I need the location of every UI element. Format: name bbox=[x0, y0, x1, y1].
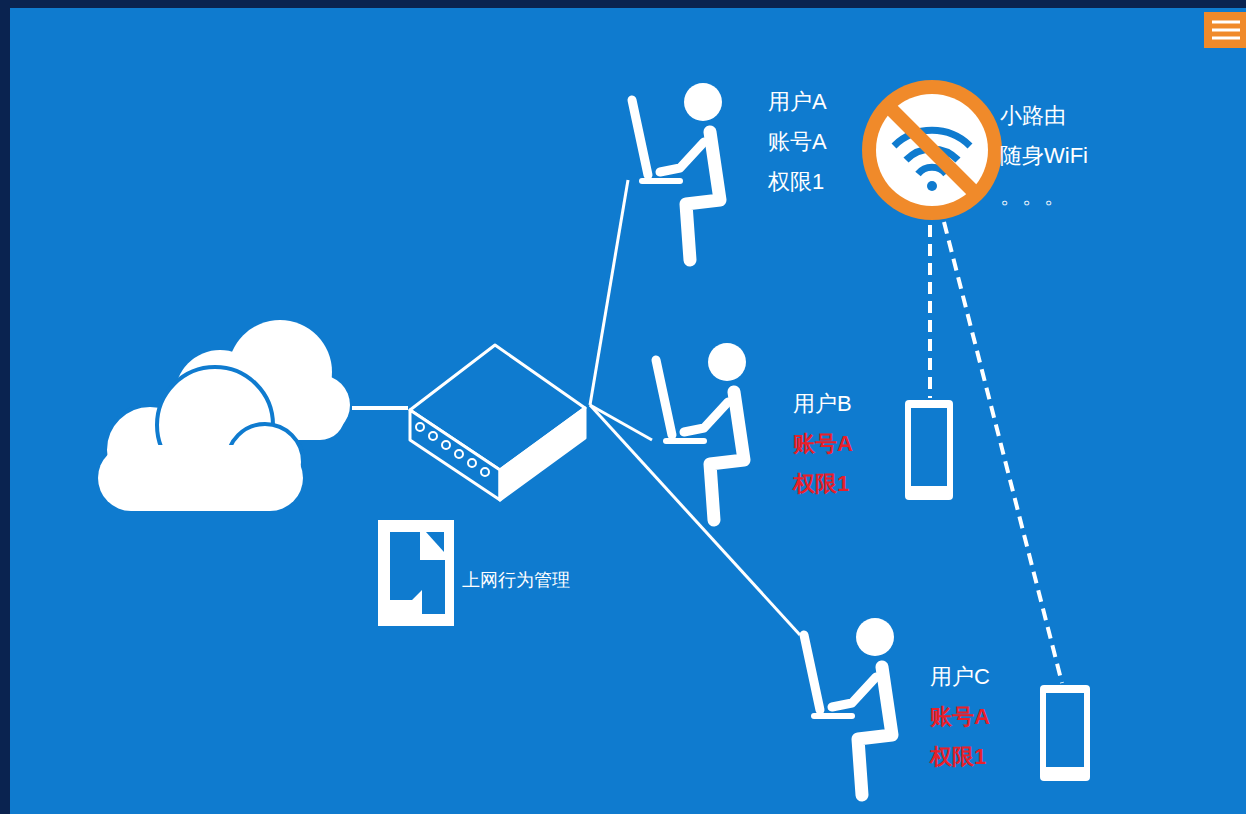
network-cable bbox=[590, 180, 628, 405]
node-label: 用户A bbox=[768, 82, 827, 122]
diagram-node: 上网行为管理 bbox=[378, 340, 590, 630]
node-text-group: 用户A账号A权限1 bbox=[768, 82, 827, 202]
diagram-node: 用户A账号A权限1 bbox=[628, 80, 868, 270]
diagram-node: 小路由随身WiFi。。。 bbox=[860, 78, 1100, 228]
node-text-group: 上网行为管理 bbox=[462, 568, 570, 592]
node-label: 小路由 bbox=[1000, 96, 1088, 136]
node-text-group: 小路由随身WiFi。。。 bbox=[1000, 96, 1088, 216]
phone-icon bbox=[1040, 685, 1090, 781]
node-label: 用户B bbox=[793, 384, 853, 424]
node-label: 权限1 bbox=[768, 162, 827, 202]
node-label: 权限1 bbox=[793, 464, 853, 504]
node-label: 。。。 bbox=[1000, 176, 1088, 216]
user-figure bbox=[804, 618, 894, 795]
corner-logo bbox=[1204, 12, 1246, 48]
corner-logo-lines bbox=[1212, 22, 1240, 38]
phone-icon bbox=[905, 400, 953, 500]
wireless-link bbox=[928, 225, 932, 398]
product-icon-mark bbox=[426, 532, 444, 552]
cloud bbox=[98, 445, 303, 511]
forbidden-wifi-sign bbox=[862, 80, 1002, 220]
gateway-device bbox=[410, 345, 585, 500]
node-text-group: 用户C账号A权限1 bbox=[930, 657, 990, 777]
user-figure bbox=[632, 83, 722, 260]
product-icon bbox=[378, 520, 454, 626]
wireless-link bbox=[944, 222, 1062, 683]
node-label: 权限1 bbox=[930, 737, 990, 777]
node-label: 账号A bbox=[930, 697, 990, 737]
network-cable bbox=[590, 405, 652, 440]
node-label: 账号A bbox=[793, 424, 853, 464]
node-label: 用户C bbox=[930, 657, 990, 697]
node-label: 随身WiFi bbox=[1000, 136, 1088, 176]
node-label: 账号A bbox=[768, 122, 827, 162]
product-icon-mark bbox=[390, 532, 445, 614]
diagram-node: 用户B账号A权限1 bbox=[652, 340, 872, 530]
node-text-group: 用户B账号A权限1 bbox=[793, 384, 853, 504]
diagram-node: 用户C账号A权限1 bbox=[800, 615, 1010, 805]
node-label: 上网行为管理 bbox=[462, 568, 570, 592]
device-ports bbox=[416, 423, 489, 476]
network-cable bbox=[590, 405, 800, 635]
uplink-line bbox=[352, 406, 408, 410]
